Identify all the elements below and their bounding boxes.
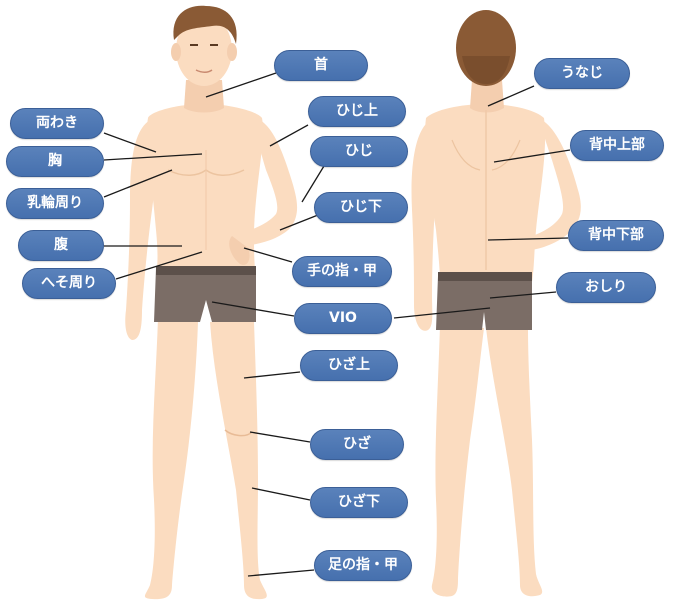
label-navel: へそ周り [22, 268, 116, 299]
label-neck: 首 [274, 50, 368, 81]
leader-underarm [103, 132, 157, 153]
label-underarm: 両わき [10, 108, 104, 139]
label-foot: 足の指・甲 [314, 550, 412, 581]
leader-knee [249, 431, 311, 443]
label-lower-back: 背中下部 [568, 220, 664, 251]
leader-elbow [301, 165, 325, 203]
leader-upper-back [493, 149, 571, 163]
label-knee: ひざ [310, 429, 404, 460]
leader-vio-back [393, 307, 491, 319]
label-chest: 胸 [6, 146, 104, 177]
leader-below-knee [251, 487, 311, 501]
label-nape: うなじ [534, 58, 630, 89]
leader-buttocks [489, 291, 557, 299]
label-below-elbow: ひじ下 [314, 192, 408, 223]
label-vio: VIO [294, 303, 392, 334]
leader-foot [247, 569, 315, 577]
leader-navel [115, 251, 203, 280]
label-areola: 乳輪周り [6, 188, 104, 219]
front-figure [125, 5, 298, 600]
leader-lines [103, 72, 571, 577]
back-figure [411, 10, 581, 597]
leader-areola [103, 169, 173, 198]
leader-hand [243, 247, 293, 263]
label-upper-back: 背中上部 [570, 130, 664, 161]
leader-lower-back [487, 237, 569, 241]
leader-chest [103, 153, 203, 161]
leader-above-elbow [269, 124, 309, 147]
label-buttocks: おしり [556, 272, 656, 303]
label-below-knee: ひざ下 [310, 487, 408, 518]
label-elbow: ひじ [310, 136, 408, 167]
label-above-elbow: ひじ上 [308, 96, 406, 127]
label-hand: 手の指・甲 [292, 256, 392, 287]
leader-nape [487, 85, 535, 107]
leader-vio [211, 301, 295, 317]
leader-above-knee [243, 371, 301, 379]
leader-below-elbow [279, 214, 319, 231]
label-abdomen: 腹 [18, 230, 104, 261]
label-above-knee: ひざ上 [300, 350, 398, 381]
leader-neck [205, 72, 277, 98]
